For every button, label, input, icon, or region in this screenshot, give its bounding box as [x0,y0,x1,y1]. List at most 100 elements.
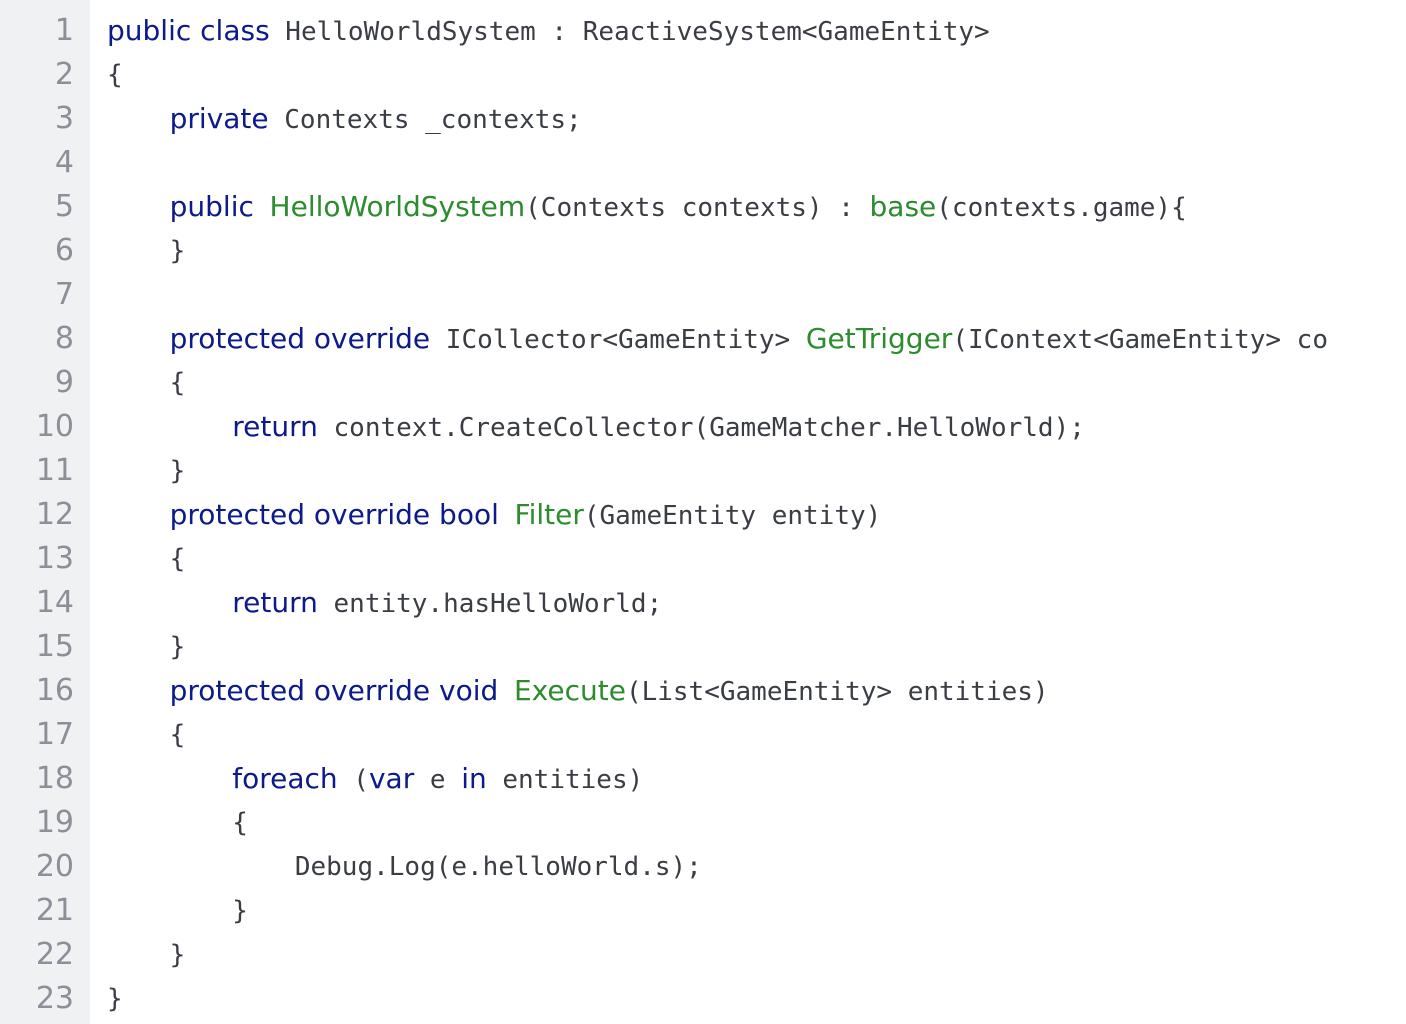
line-number: 16 [35,673,74,708]
code-lines[interactable]: public class HelloWorldSystem : Reactive… [90,0,1406,1021]
line-number: 20 [35,849,74,884]
text-token [107,765,232,795]
line-number: 22 [35,937,74,972]
code-line[interactable] [90,273,1406,317]
function-token: base [869,190,937,223]
line-number: 4 [54,145,74,180]
line-number: 8 [54,321,74,356]
text-token: entities) [486,765,644,795]
text-token: { [107,368,186,398]
code-line[interactable]: protected override void Execute(List<Gam… [90,669,1406,713]
keyword-token: in [461,762,487,795]
keyword-token: foreach [232,762,338,795]
keyword-token: private [169,102,269,135]
line-number: 2 [54,57,74,92]
code-area[interactable]: public class HelloWorldSystem : Reactive… [90,0,1406,1024]
code-line[interactable]: Debug.Log(e.helloWorld.s); [90,845,1406,889]
text-token: e [414,765,462,795]
code-line[interactable]: public class HelloWorldSystem : Reactive… [90,9,1406,53]
line-number: 18 [35,761,74,796]
text-token: ICollector<GameEntity> [430,325,806,355]
line-number: 3 [54,101,74,136]
function-token: Filter [514,498,584,531]
text-token [107,413,232,443]
keyword-token: public class [107,14,270,47]
code-line[interactable]: public HelloWorldSystem(Contexts context… [90,185,1406,229]
line-number: 12 [35,497,74,532]
line-number: 21 [35,893,74,928]
text-token: } [107,456,186,486]
text-token: Contexts _contexts; [268,105,582,135]
text-token [107,589,232,619]
text-token: { [107,544,186,574]
line-number: 15 [35,629,74,664]
line-number: 19 [35,805,74,840]
line-number: 1 [54,13,74,48]
text-token: Debug.Log(e.helloWorld.s); [107,852,702,882]
keyword-token: protected override bool [169,498,499,531]
code-line[interactable] [90,141,1406,185]
line-number: 23 [35,981,74,1016]
text-token [254,193,270,223]
function-token: HelloWorldSystem [269,190,526,223]
text-token: } [107,632,186,662]
text-token: (List<GameEntity> entities) [625,677,1049,707]
function-token: GetTrigger [805,322,953,355]
keyword-token: protected override void [169,674,499,707]
text-token [498,677,514,707]
keyword-token: public [169,190,254,223]
text-token [107,501,170,531]
line-number: 7 [54,277,74,312]
code-line[interactable]: } [90,229,1406,273]
text-token: context.CreateCollector(GameMatcher.Hell… [317,413,1085,443]
code-line[interactable]: } [90,977,1406,1021]
text-token [107,193,170,223]
code-line[interactable]: { [90,53,1406,97]
code-line[interactable]: protected override bool Filter(GameEntit… [90,493,1406,537]
text-token: { [107,60,123,90]
text-token: { [107,808,248,838]
code-line[interactable]: } [90,933,1406,977]
text-token: (contexts.game){ [936,193,1187,223]
line-number: 17 [35,717,74,752]
code-line[interactable]: foreach (var e in entities) [90,757,1406,801]
code-line[interactable]: return entity.hasHelloWorld; [90,581,1406,625]
keyword-token: return [232,586,318,619]
text-token: (Contexts contexts) : [525,193,870,223]
function-token: Execute [513,674,626,707]
text-token: } [107,896,248,926]
text-token: } [107,984,123,1014]
code-line[interactable]: { [90,801,1406,845]
code-line[interactable]: private Contexts _contexts; [90,97,1406,141]
code-line[interactable]: protected override ICollector<GameEntity… [90,317,1406,361]
text-token: ( [337,765,369,795]
code-line[interactable]: } [90,889,1406,933]
code-line[interactable]: { [90,361,1406,405]
text-token: { [107,720,186,750]
text-token: } [107,940,186,970]
code-line[interactable]: } [90,449,1406,493]
text-token: (IContext<GameEntity> co [952,325,1328,355]
text-token [499,501,515,531]
line-number: 14 [35,585,74,620]
code-line[interactable]: } [90,625,1406,669]
keyword-token: protected override [169,322,431,355]
line-number: 5 [54,189,74,224]
line-number: 10 [35,409,74,444]
text-token: (GameEntity entity) [583,501,882,531]
line-number: 11 [35,453,74,488]
line-number: 9 [54,365,74,400]
text-token [107,325,170,355]
line-number: 6 [54,233,74,268]
line-number: 13 [35,541,74,576]
code-line[interactable]: return context.CreateCollector(GameMatch… [90,405,1406,449]
text-token [107,677,170,707]
text-token [107,105,170,135]
text-token: entity.hasHelloWorld; [317,589,663,619]
code-line[interactable]: { [90,713,1406,757]
text-token: HelloWorldSystem : ReactiveSystem<GameEn… [269,17,990,47]
code-line[interactable]: { [90,537,1406,581]
